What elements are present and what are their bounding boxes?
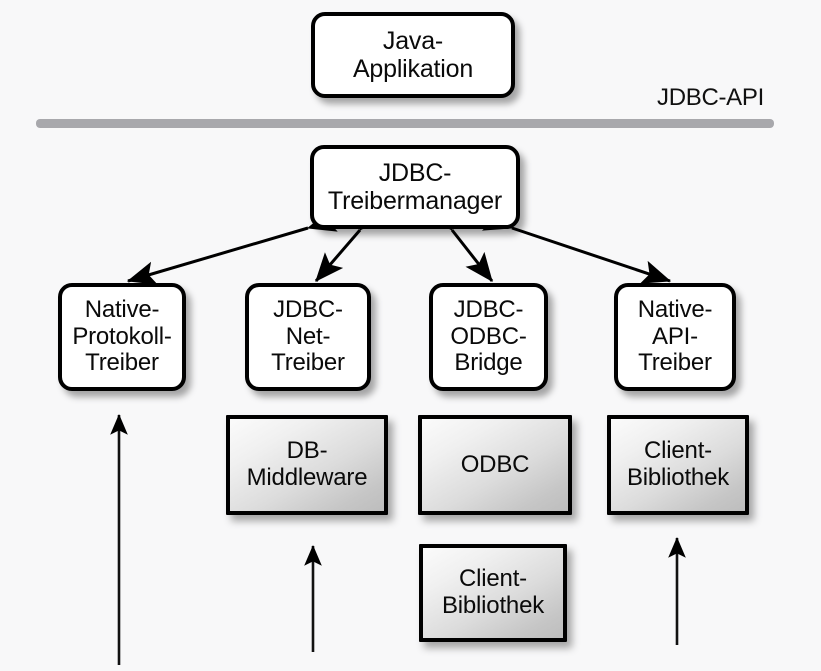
connector-manager-jdbc-odbc: [425, 200, 494, 282]
connector-manager-native-protocol: [126, 208, 338, 285]
connector-manager-native-api: [482, 207, 672, 284]
node-jdbc-driver-manager[interactable]: JDBC- Treibermanager: [310, 145, 520, 229]
node-java-application[interactable]: Java- Applikation: [311, 12, 515, 98]
node-odbc[interactable]: ODBC: [418, 415, 572, 515]
connector-manager-jdbc-net: [314, 201, 388, 282]
node-jdbc-net-driver[interactable]: JDBC- Net- Treiber: [245, 283, 371, 391]
jdbc-api-label: JDBC-API: [657, 84, 764, 111]
node-jdbc-odbc-bridge[interactable]: JDBC- ODBC- Bridge: [429, 283, 548, 391]
node-native-protocol-driver[interactable]: Native- Protokoll- Treiber: [58, 283, 186, 391]
node-client-library-right[interactable]: Client- Bibliothek: [607, 415, 749, 515]
node-native-api-driver[interactable]: Native- API- Treiber: [614, 283, 736, 391]
jdbc-api-separator: [36, 119, 774, 128]
node-db-middleware[interactable]: DB- Middleware: [226, 415, 388, 515]
node-client-library-middle[interactable]: Client- Bibliothek: [419, 544, 567, 642]
